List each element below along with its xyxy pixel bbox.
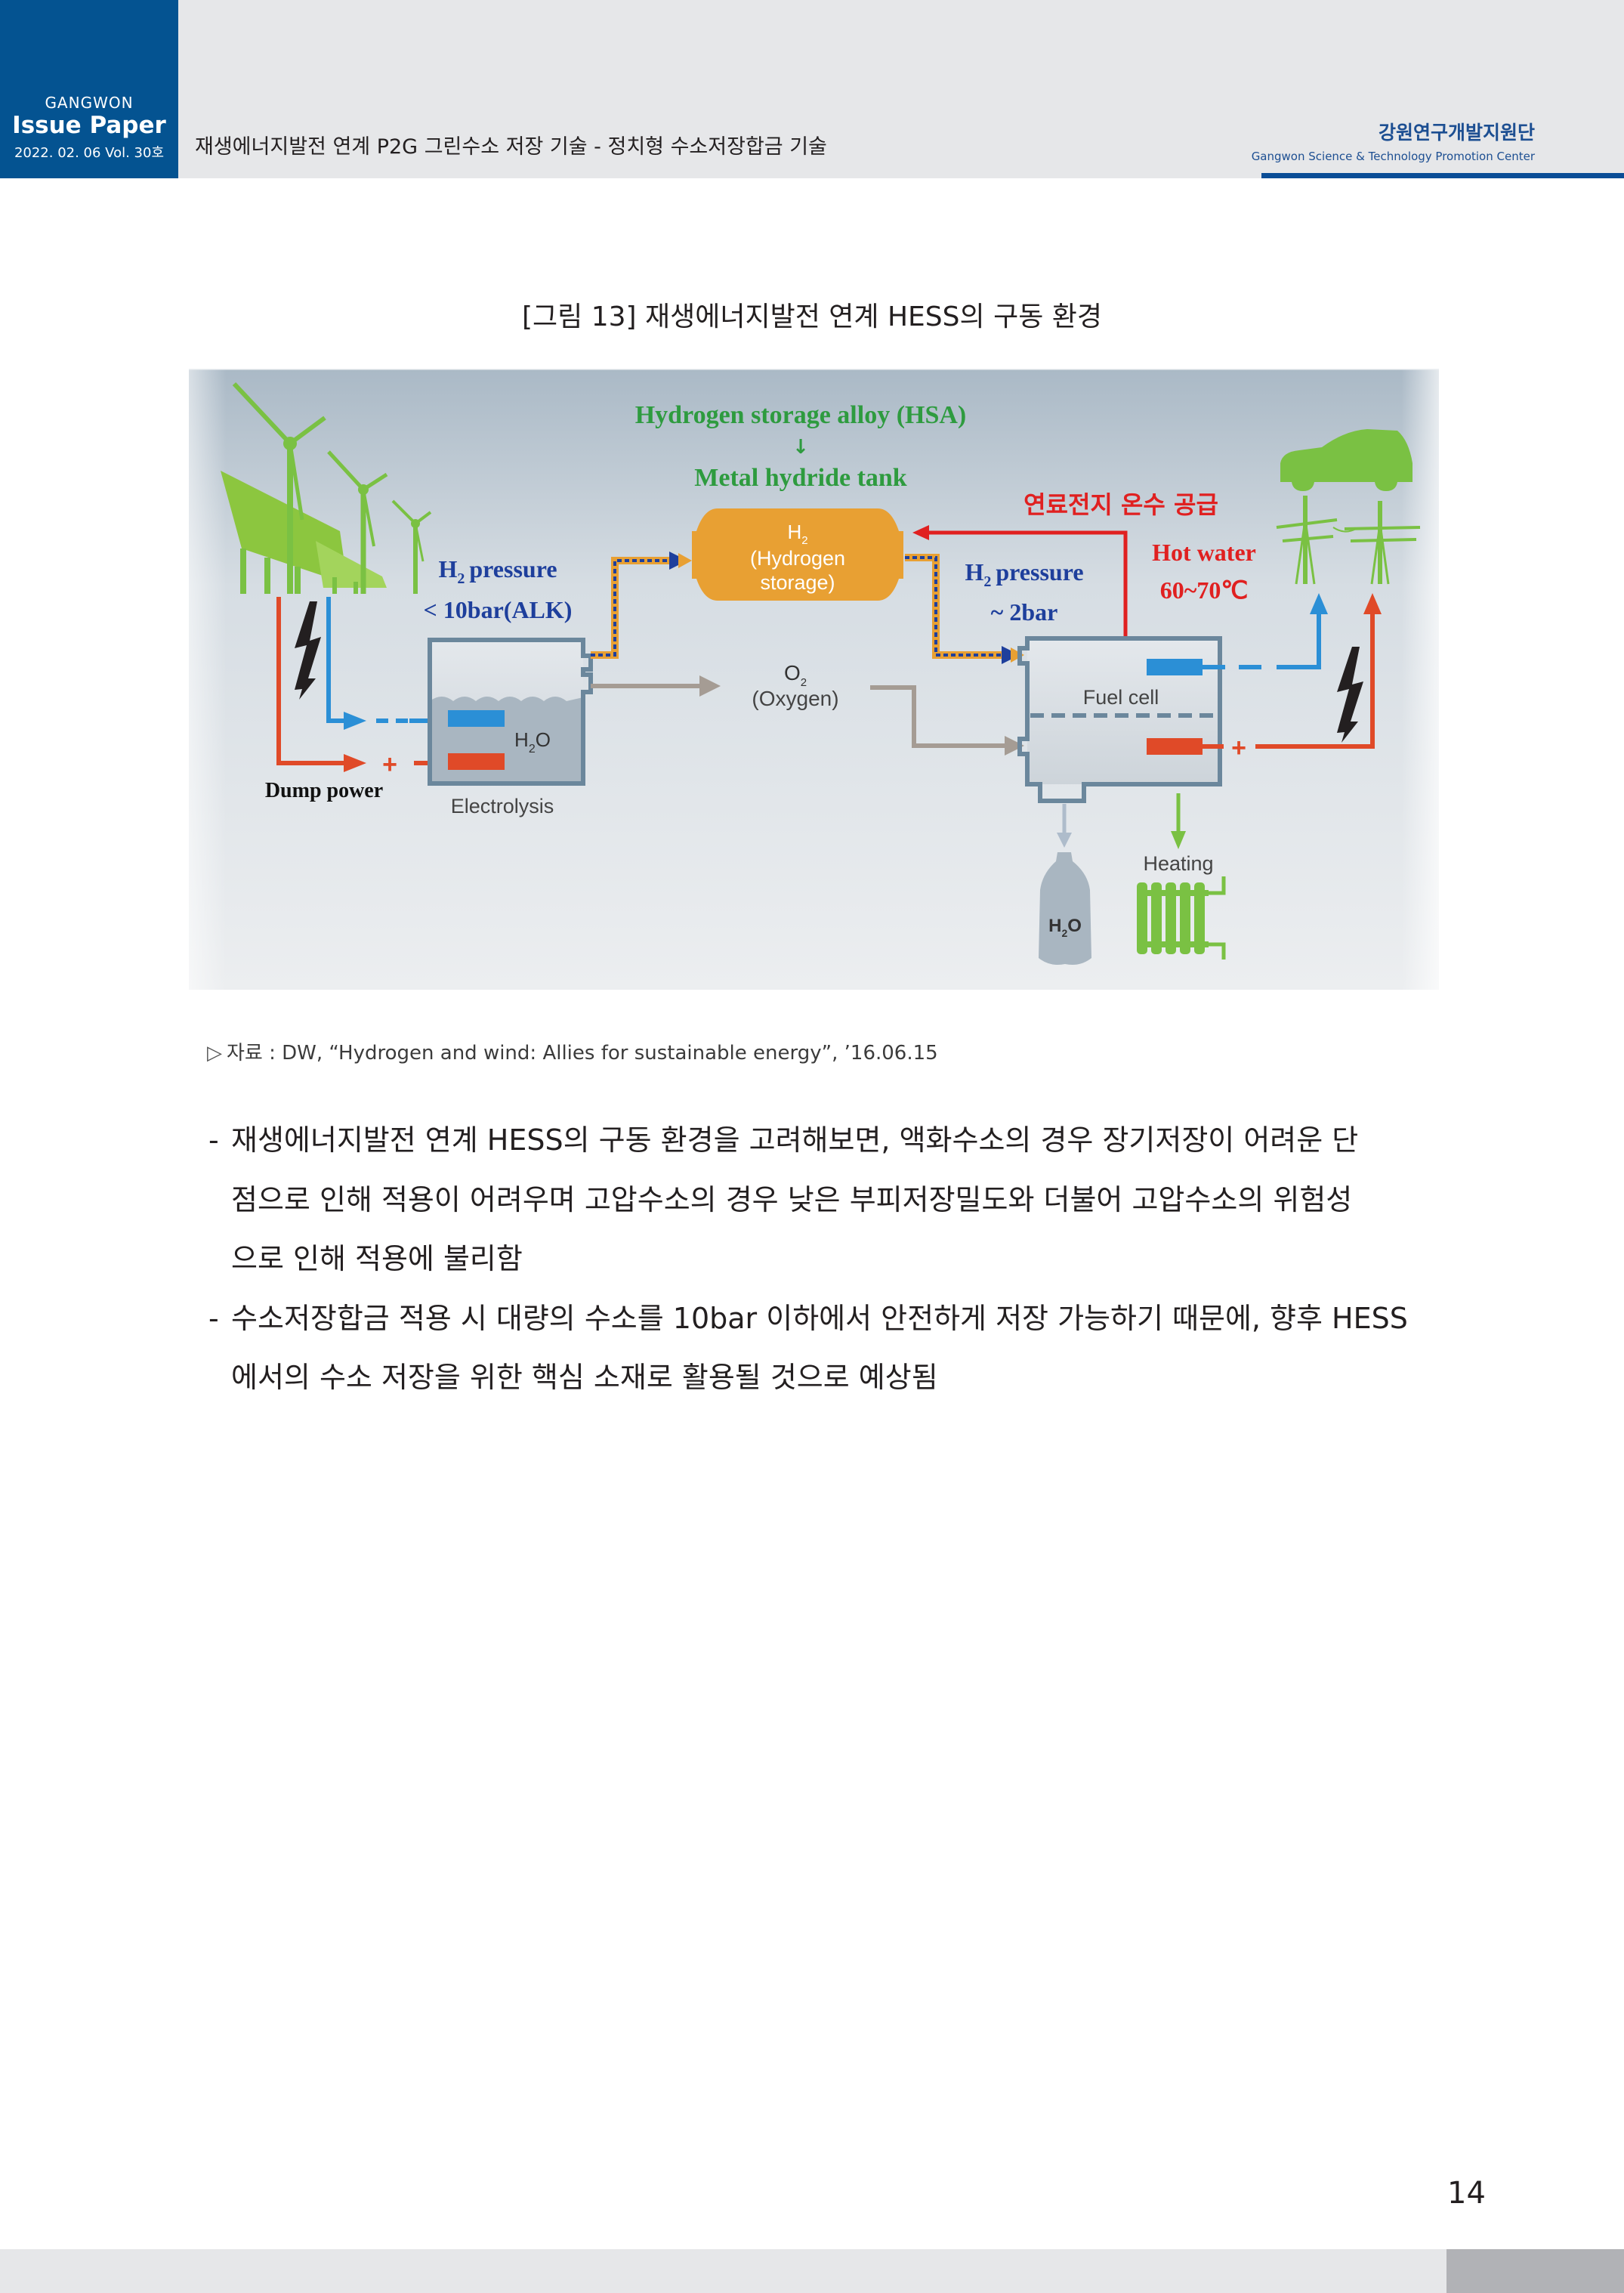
bullet-line: 수소저장합금 적용 시 대량의 수소를 10bar 이하에서 안전하게 저장 가… bbox=[231, 1301, 1408, 1335]
h2-pressure-left-value: < 10bar(ALK) bbox=[424, 596, 573, 623]
fuel-cell-plus-sign: + bbox=[1231, 734, 1246, 762]
bullet-dash: - bbox=[208, 1301, 219, 1335]
tank-label-line2: storage) bbox=[760, 571, 835, 594]
fuel-cell-label: Fuel cell bbox=[1083, 686, 1159, 709]
fuel-cell-dc-output bbox=[1203, 593, 1382, 749]
page-header: GANGWON Issue Paper 2022. 02. 06 Vol. 30… bbox=[0, 0, 1624, 178]
hot-water-temp-label: 60~70℃ bbox=[1160, 576, 1249, 604]
metal-hydride-title: Metal hydride tank bbox=[694, 464, 907, 492]
electrolysis-plus-sign: + bbox=[382, 750, 397, 779]
renewable-energy-icon bbox=[221, 382, 432, 594]
source-text: 자료 : DW, “Hydrogen and wind: Allies for … bbox=[227, 1042, 938, 1065]
fuel-cell bbox=[1017, 636, 1222, 803]
radiator-icon bbox=[1137, 876, 1226, 960]
bullet-dash: - bbox=[208, 1123, 219, 1157]
oxygen-o2-label: O2 bbox=[784, 661, 807, 689]
bullet-item: - 재생에너지발전 연계 HESS의 구동 환경을 고려해보면, 액화수소의 경… bbox=[208, 1111, 1447, 1289]
brand-gangwon: GANGWON bbox=[45, 94, 134, 112]
electric-car-icon bbox=[1280, 429, 1413, 491]
dump-power-label: Dump power bbox=[265, 779, 383, 802]
body-text: - 재생에너지발전 연계 HESS의 구동 환경을 고려해보면, 액화수소의 경… bbox=[208, 1111, 1447, 1408]
bullet-line: 재생에너지발전 연계 HESS의 구동 환경을 고려해보면, 액화수소의 경우 … bbox=[231, 1123, 1359, 1157]
fuel-cell-hot-water-supply-label: 연료전지 온수 공급 bbox=[1023, 490, 1218, 519]
hydrogen-storage-tank bbox=[692, 508, 903, 601]
hot-water-return-line bbox=[925, 530, 1128, 638]
bottle-h2o-label: H2O bbox=[1048, 916, 1082, 939]
electrolysis-tank bbox=[428, 638, 593, 786]
bullet-line: 에서의 수소 저장을 위한 핵심 소재로 활용될 것으로 예상됨 bbox=[231, 1361, 938, 1394]
hot-water-label: Hot water bbox=[1152, 539, 1256, 566]
bullet-line: 으로 인해 적용에 불리함 bbox=[231, 1242, 523, 1275]
brand-issue-paper: Issue Paper bbox=[12, 112, 166, 139]
bullet-item: - 수소저장합금 적용 시 대량의 수소를 10bar 이하에서 안전하게 저장… bbox=[208, 1289, 1447, 1408]
organization-name-en: Gangwon Science & Technology Promotion C… bbox=[1251, 150, 1535, 163]
tank-h2-label: H2 bbox=[787, 521, 807, 547]
lightning-left-icon bbox=[295, 601, 321, 700]
page-number: 14 bbox=[1447, 2176, 1486, 2211]
organization-underline bbox=[1261, 173, 1624, 178]
electrolysis-h2o-label: H2O bbox=[514, 728, 551, 756]
hsa-down-arrow-icon: ↓ bbox=[792, 436, 809, 459]
heating-label: Heating bbox=[1143, 852, 1213, 875]
lightning-right-icon bbox=[1337, 647, 1363, 743]
organization-name-ko: 강원연구개발지원단 bbox=[1378, 122, 1535, 144]
oxygen-label: (Oxygen) bbox=[752, 687, 838, 710]
footer-accent-block bbox=[1446, 2249, 1624, 2293]
h2-pressure-right-value: ~ 2bar bbox=[991, 598, 1058, 626]
organization: 강원연구개발지원단 Gangwon Science & Technology P… bbox=[1252, 118, 1535, 163]
document-title: 재생에너지발전 연계 P2G 그린수소 저장 기술 - 정치형 수소저장합금 기… bbox=[195, 135, 827, 159]
brand-issue-date: 2022. 02. 06 Vol. 30호 bbox=[14, 145, 165, 161]
water-bottle-icon bbox=[1039, 852, 1091, 965]
tank-label-line1: (Hydrogen bbox=[750, 547, 845, 570]
hsa-title: Hydrogen storage alloy (HSA) bbox=[635, 401, 967, 429]
h2-flow-to-fuel-cell bbox=[905, 554, 1024, 664]
power-tower-icon bbox=[1276, 496, 1421, 585]
source-marker-icon: ▷ bbox=[207, 1042, 222, 1065]
figure-source: ▷자료 : DW, “Hydrogen and wind: Allies for… bbox=[207, 1037, 938, 1065]
bullet-line: 점으로 인해 적용이 어려우며 고압수소의 경우 낮은 부피저장밀도와 더불어 … bbox=[231, 1182, 1353, 1216]
figure-caption: [그림 13] 재생에너지발전 연계 HESS의 구동 환경 bbox=[522, 301, 1102, 332]
issue-paper-brand-block: GANGWON Issue Paper 2022. 02. 06 Vol. 30… bbox=[0, 0, 178, 178]
page-footer-band bbox=[0, 2249, 1624, 2293]
oxygen-to-fuel-cell bbox=[870, 685, 1008, 748]
electrolysis-label: Electrolysis bbox=[451, 795, 554, 817]
h2-flow-to-storage bbox=[591, 552, 692, 659]
